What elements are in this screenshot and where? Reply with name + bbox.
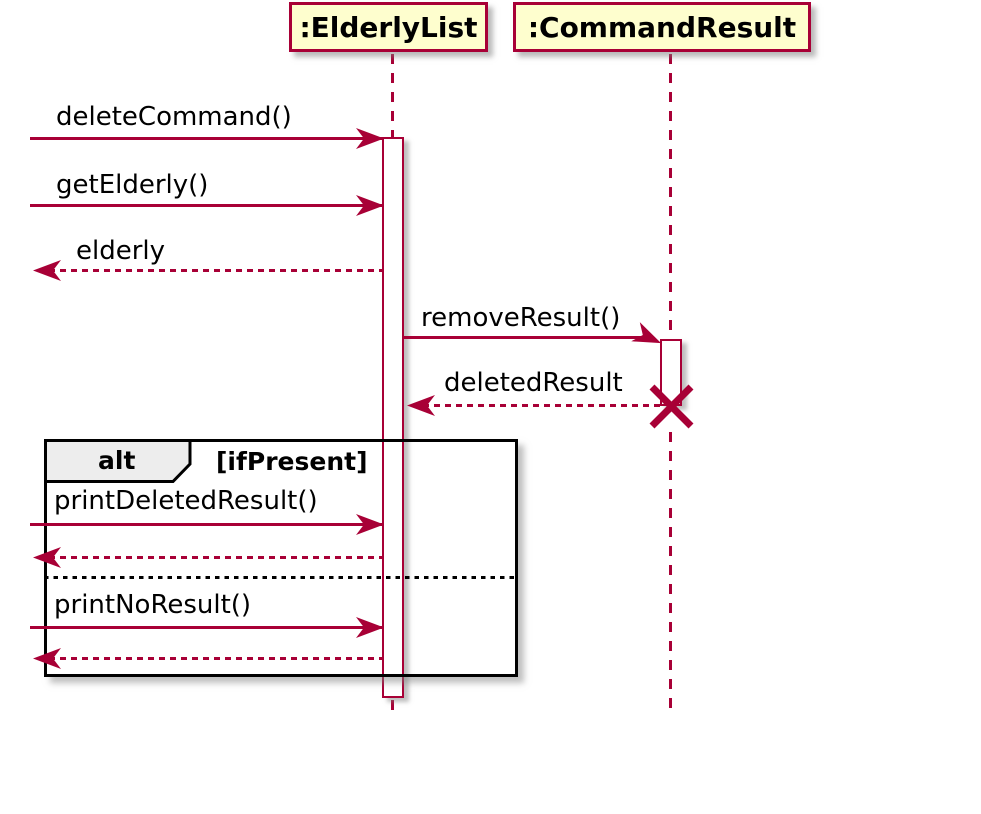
arrowhead-left-icon xyxy=(407,395,435,416)
message-label-print-no-result: printNoResult() xyxy=(54,590,252,620)
alt-operator-tab xyxy=(44,439,192,483)
arrowhead-left-icon xyxy=(33,260,61,281)
message-arrow-print-deleted-result xyxy=(30,523,382,526)
activation-bar-elderlylist xyxy=(382,137,404,698)
message-return-print-deleted-result xyxy=(38,556,382,559)
arrowhead-right-icon xyxy=(356,617,384,638)
arrowhead-left-icon xyxy=(33,648,61,669)
message-label-elderly-return: elderly xyxy=(76,236,166,266)
message-label-print-deleted-result: printDeletedResult() xyxy=(54,486,318,516)
message-label-remove-result: removeResult() xyxy=(421,303,621,333)
lifeline-elderlylist-upper xyxy=(391,54,394,138)
message-return-print-no-result xyxy=(38,657,382,660)
destroy-x-icon xyxy=(649,384,694,429)
participant-commandresult-label: :CommandResult xyxy=(527,10,797,44)
arrowhead-right-icon xyxy=(356,128,384,149)
message-label-delete-command: deleteCommand() xyxy=(56,102,292,132)
message-label-get-elderly: getElderly() xyxy=(56,170,209,200)
message-arrow-remove-result xyxy=(404,336,650,339)
message-arrow-print-no-result xyxy=(30,626,382,629)
arrowhead-right-icon xyxy=(356,514,384,535)
message-arrow-get-elderly xyxy=(30,204,382,207)
alt-operator-label: alt xyxy=(98,446,136,475)
participant-elderlylist-label: :ElderlyList xyxy=(299,10,478,44)
message-return-deleted-result xyxy=(412,404,660,407)
participant-elderlylist: :ElderlyList xyxy=(289,2,488,52)
message-arrow-delete-command xyxy=(30,137,382,140)
participant-commandresult: :CommandResult xyxy=(513,2,811,52)
arrowhead-left-icon xyxy=(33,547,61,568)
lifeline-elderlylist-lower xyxy=(391,700,394,715)
arrowhead-right-icon xyxy=(356,195,384,216)
lifeline-commandresult-lower xyxy=(669,432,672,712)
arrowhead-right-icon xyxy=(631,322,662,344)
alt-guard-label: [ifPresent] xyxy=(216,447,368,476)
message-label-deleted-result: deletedResult xyxy=(444,368,623,398)
alt-separator xyxy=(44,576,518,579)
lifeline-commandresult-upper xyxy=(669,54,672,340)
message-return-elderly xyxy=(38,269,382,272)
